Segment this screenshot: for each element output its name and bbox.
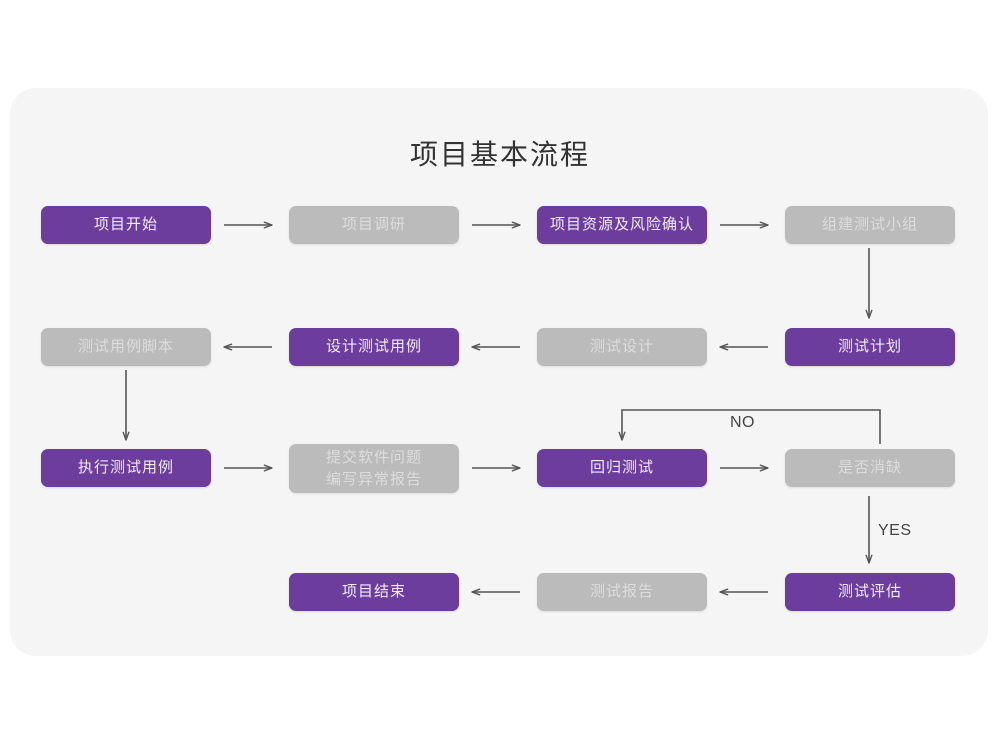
node-test-design[interactable]: 测试设计 bbox=[537, 328, 707, 366]
node-test-plan[interactable]: 测试计划 bbox=[785, 328, 955, 366]
diagram-card bbox=[10, 88, 988, 656]
node-test-case-script[interactable]: 测试用例脚本 bbox=[41, 328, 211, 366]
edge-label-no: NO bbox=[730, 414, 755, 431]
node-project-start[interactable]: 项目开始 bbox=[41, 206, 211, 244]
node-project-end[interactable]: 项目结束 bbox=[289, 573, 459, 611]
node-test-evaluation[interactable]: 测试评估 bbox=[785, 573, 955, 611]
node-resource-risk-confirm[interactable]: 项目资源及风险确认 bbox=[537, 206, 707, 244]
node-execute-test-cases[interactable]: 执行测试用例 bbox=[41, 449, 211, 487]
node-design-test-cases[interactable]: 设计测试用例 bbox=[289, 328, 459, 366]
node-submit-defect-report[interactable]: 提交软件问题 编写异常报告 bbox=[289, 444, 459, 493]
edge-label-yes: YES bbox=[878, 522, 912, 539]
node-defect-resolved[interactable]: 是否消缺 bbox=[785, 449, 955, 487]
node-build-test-team[interactable]: 组建测试小组 bbox=[785, 206, 955, 244]
node-project-research[interactable]: 项目调研 bbox=[289, 206, 459, 244]
node-test-report[interactable]: 测试报告 bbox=[537, 573, 707, 611]
page-title: 项目基本流程 bbox=[409, 139, 590, 170]
node-regression-test[interactable]: 回归测试 bbox=[537, 449, 707, 487]
